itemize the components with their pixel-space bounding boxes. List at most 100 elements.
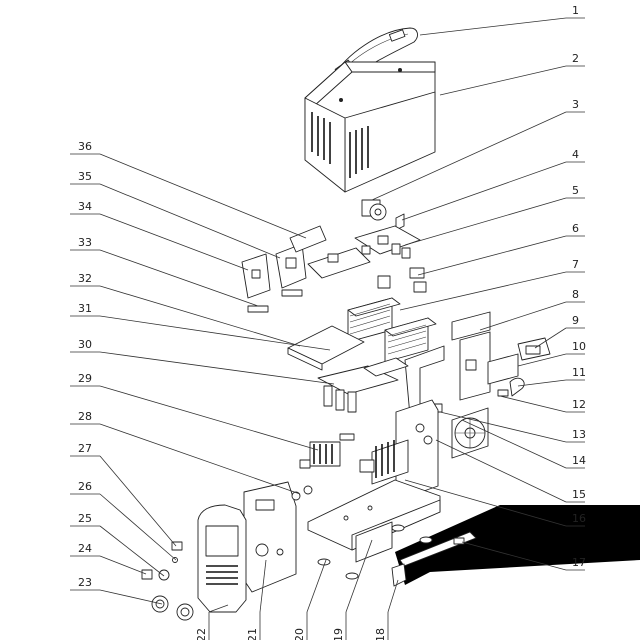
callout-number: 6 — [572, 222, 579, 235]
leader-line — [345, 539, 373, 613]
leader-line — [259, 559, 267, 613]
callout-number: 8 — [572, 288, 579, 301]
part-board-cover-32 — [287, 325, 365, 371]
part-driver-board-36 — [289, 225, 391, 289]
leader-line — [99, 455, 177, 547]
part-fasteners-28 — [291, 485, 313, 501]
part-label-27 — [171, 541, 183, 551]
callout-36: 36 — [70, 140, 307, 239]
callout-number: 23 — [78, 576, 92, 589]
callout-15: 15 — [435, 439, 586, 503]
leader-line — [99, 423, 301, 495]
callout-23: 23 — [70, 576, 163, 605]
callout-number: 31 — [78, 302, 92, 315]
leader-line — [99, 493, 177, 561]
callout-number: 14 — [572, 454, 586, 467]
part-connectors-23 — [151, 595, 194, 621]
callout-32: 32 — [70, 272, 301, 347]
callout-12: 12 — [499, 395, 586, 413]
callout-number: 33 — [78, 236, 92, 249]
leader-line — [534, 327, 567, 349]
leader-line — [499, 395, 567, 413]
callout-8: 8 — [479, 288, 585, 331]
callout-number: 28 — [78, 410, 92, 423]
part-top-cover — [304, 61, 436, 193]
part-knob-24 — [141, 569, 153, 580]
part-fan-14 — [451, 407, 489, 459]
leader-line — [99, 153, 307, 239]
part-coil-3 — [361, 199, 387, 221]
leader-line — [99, 525, 165, 577]
leader-line — [404, 197, 567, 246]
leader-line — [208, 604, 229, 613]
part-heatsink-7 — [347, 297, 437, 363]
callout-17: 17 — [461, 541, 586, 571]
callout-7: 7 — [399, 258, 585, 311]
callout-21: 21 — [246, 559, 267, 640]
callout-number: 3 — [572, 98, 579, 111]
callout-number: 29 — [78, 372, 92, 385]
callouts-layer: 1234567891011121314151617232425262728293… — [70, 4, 586, 640]
part-control-board-5 — [354, 225, 421, 259]
leader-line — [517, 379, 567, 387]
leader-line — [99, 183, 281, 259]
leader-line — [99, 285, 301, 347]
callout-number: 10 — [572, 340, 586, 353]
leader-line — [371, 111, 567, 201]
callout-number: 17 — [572, 556, 586, 569]
callout-27: 27 — [70, 442, 177, 547]
callout-number: 27 — [78, 442, 92, 455]
callout-number: 2 — [572, 52, 579, 65]
callout-number: 11 — [572, 366, 586, 379]
callout-number: 1 — [572, 4, 579, 17]
part-inductor-29 — [299, 433, 355, 469]
callout-number: 20 — [293, 628, 306, 640]
callout-number: 4 — [572, 148, 579, 161]
part-bracket-8 — [451, 311, 491, 401]
part-bracket-10 — [487, 353, 519, 385]
callout-number: 12 — [572, 398, 586, 411]
shadow-band — [395, 505, 640, 585]
callout-number: 13 — [572, 428, 586, 441]
leader-line — [306, 559, 327, 613]
leader-line — [461, 419, 567, 469]
callout-31: 31 — [70, 302, 331, 351]
callout-28: 28 — [70, 410, 301, 495]
leader-line — [99, 385, 319, 451]
callout-24: 24 — [70, 542, 147, 575]
callout-33: 33 — [70, 236, 259, 307]
callout-number: 34 — [78, 200, 92, 213]
leader-line — [99, 213, 249, 271]
callout-34: 34 — [70, 200, 249, 271]
leader-line — [399, 271, 567, 311]
callout-5: 5 — [404, 184, 585, 246]
callout-number: 9 — [572, 314, 579, 327]
callout-20: 20 — [293, 559, 327, 640]
leader-line — [99, 249, 259, 307]
callout-9: 9 — [534, 314, 585, 349]
callout-25: 25 — [70, 512, 165, 577]
callout-3: 3 — [371, 98, 585, 201]
callout-number: 25 — [78, 512, 92, 525]
callout-29: 29 — [70, 372, 319, 451]
callout-30: 30 — [70, 338, 335, 385]
part-bracket-35 — [275, 243, 307, 289]
leader-line — [439, 65, 567, 96]
leader-line — [517, 353, 567, 367]
callout-19: 19 — [332, 539, 373, 640]
callout-6: 6 — [417, 222, 585, 276]
callout-number: 21 — [246, 628, 259, 640]
part-insulation-31 — [363, 357, 409, 377]
callout-number: 24 — [78, 542, 92, 555]
leader-line — [404, 479, 567, 527]
callout-22: 22 — [195, 604, 229, 640]
leader-line — [461, 541, 567, 571]
callout-number: 35 — [78, 170, 92, 183]
leader-line — [439, 411, 567, 443]
part-bracket-34 — [241, 253, 271, 299]
callout-11: 11 — [517, 366, 586, 387]
callout-number: 32 — [78, 272, 92, 285]
callout-1: 1 — [419, 4, 585, 36]
callout-18: 18 — [374, 579, 399, 640]
callout-13: 13 — [439, 411, 586, 443]
